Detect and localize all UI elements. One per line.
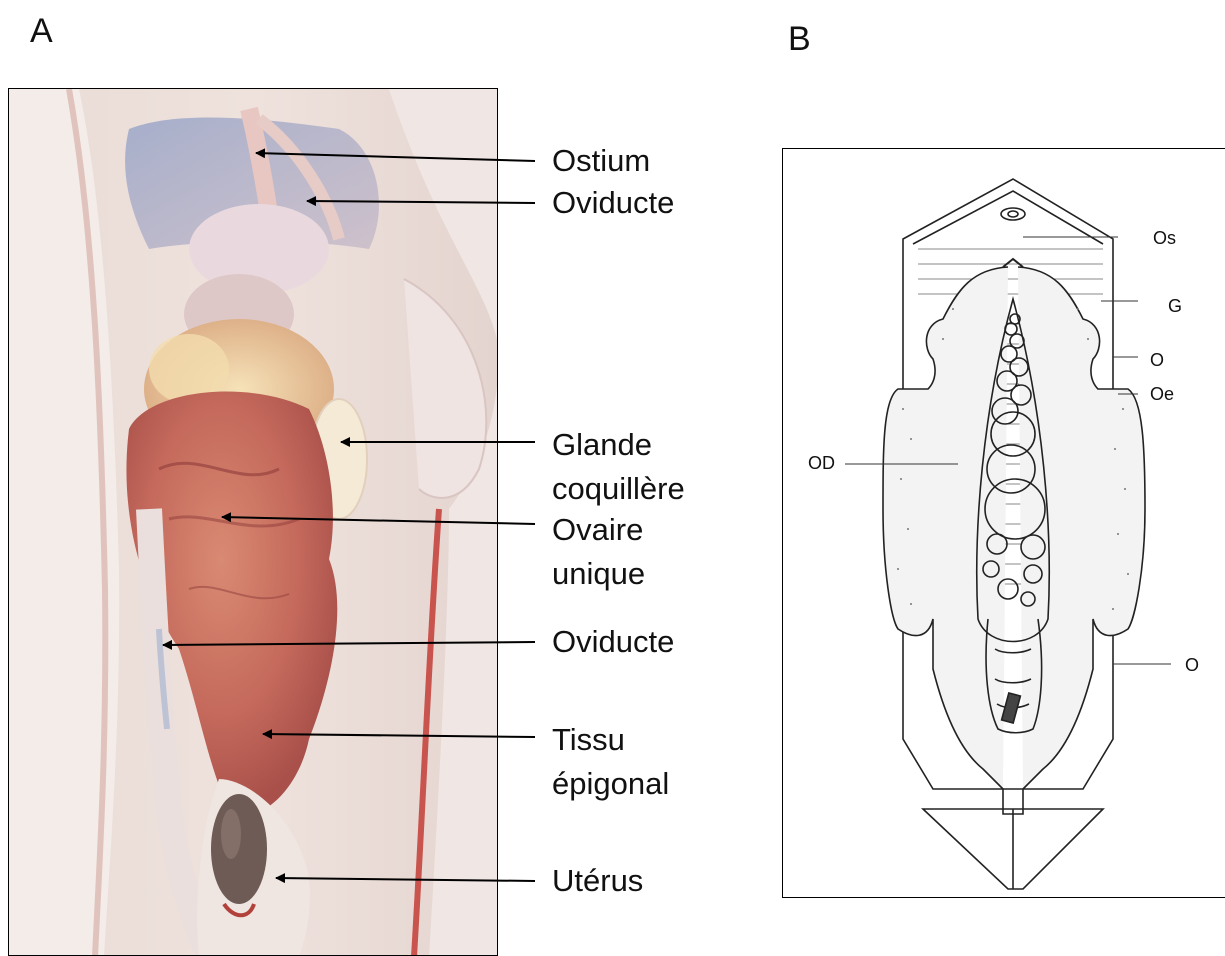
label-ovaire-line2: unique: [552, 554, 645, 594]
label-o-bottom: O: [1185, 655, 1199, 676]
dissection-photo: [8, 88, 498, 956]
panel-letter-b: B: [788, 20, 811, 59]
anatomical-drawing-svg: [783, 149, 1225, 898]
label-ovaire-line1: Ovaire: [552, 510, 643, 550]
panel-letter-a: A: [30, 12, 53, 51]
label-tissu-line1: Tissu: [552, 720, 625, 760]
label-o-top: O: [1150, 350, 1164, 371]
label-oviducte-top: Oviducte: [552, 183, 674, 223]
dissection-photo-drawing: [9, 89, 498, 956]
label-os: Os: [1153, 228, 1176, 249]
label-ostium: Ostium: [552, 141, 650, 181]
anatomical-drawing: [782, 148, 1225, 898]
label-glande-line2: coquillère: [552, 469, 685, 509]
label-uterus: Utérus: [552, 861, 643, 901]
label-glande-line1: Glande: [552, 425, 652, 465]
label-oviducte-mid: Oviducte: [552, 622, 674, 662]
label-od: OD: [808, 453, 835, 474]
label-oe: Oe: [1150, 384, 1174, 405]
label-tissu-line2: épigonal: [552, 764, 669, 804]
label-g: G: [1168, 296, 1182, 317]
